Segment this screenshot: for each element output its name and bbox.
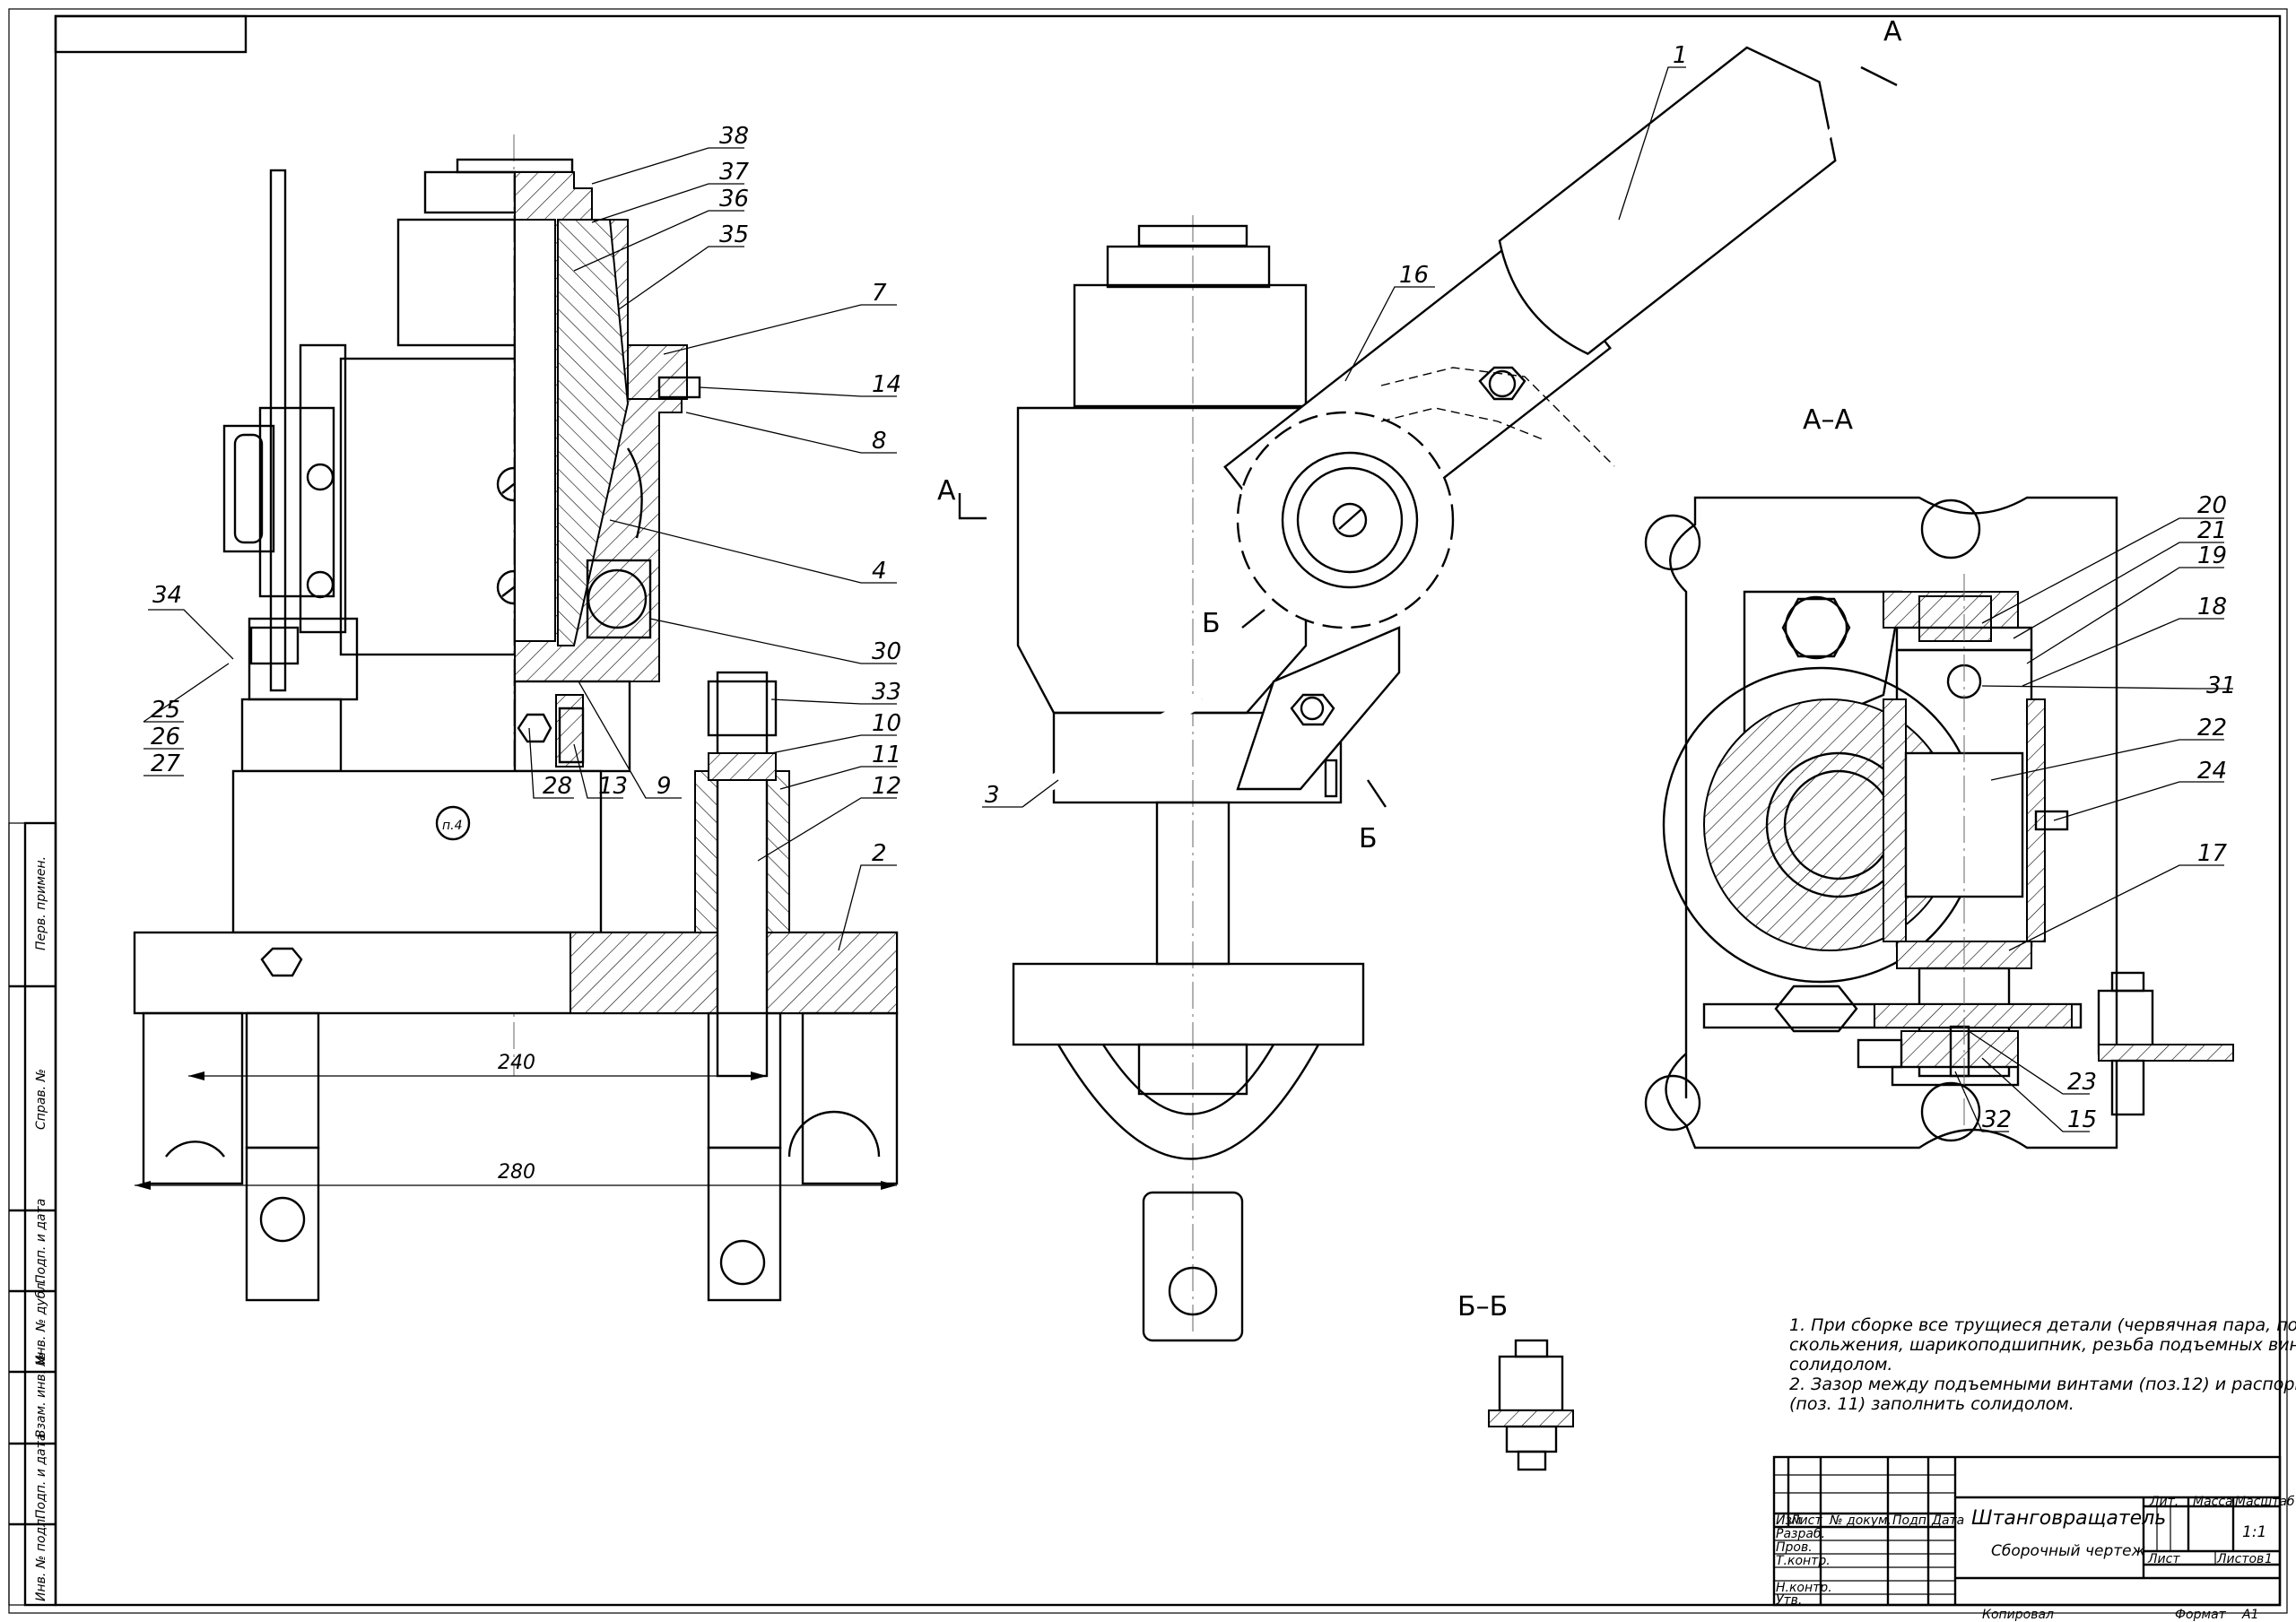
note-line-5: (поз. 11) заполнить солидолом. (1789, 1394, 2074, 1414)
technical-notes: 1. При сборке все трущиеся детали (червя… (1789, 1315, 2296, 1414)
tb-sheets-label: Листов (2216, 1552, 2264, 1566)
callout-20: 20 (2197, 492, 2227, 519)
cut-label-a-left: А (937, 475, 956, 507)
callout-17: 17 (2197, 840, 2228, 867)
callout-16: 16 (1399, 262, 1429, 289)
tb-role-approved: Утв. (1776, 1593, 1802, 1608)
callout-10: 10 (872, 710, 901, 737)
tb-col-docno: № докум. (1829, 1514, 1892, 1528)
cut-label-b-right: Б (1359, 823, 1378, 854)
middle-callouts: 1 16 3 (982, 42, 1688, 809)
drawing-title: Штанговращатель (1971, 1507, 2166, 1530)
tb-col-date: Дата (1931, 1514, 1964, 1528)
callout-33: 33 (872, 679, 901, 706)
drawing-subtitle: Сборочный чертеж (1991, 1542, 2146, 1560)
tb-mass-header: Масса (2193, 1495, 2233, 1509)
section-aa-title: А–А (1803, 404, 1854, 436)
callout-30: 30 (872, 638, 901, 665)
tb-scale-value: 1:1 (2242, 1523, 2266, 1541)
side-view: А А Б Б (937, 16, 1902, 1342)
tb-copied: Копировал (1982, 1608, 2054, 1622)
callout-25: 25 (151, 697, 180, 724)
callout-14: 14 (872, 371, 901, 398)
section-a-a-callouts: 20 21 19 18 31 22 24 17 23 15 32 (1954, 492, 2236, 1133)
dimension-240: 240 (498, 1052, 535, 1074)
side-label-ref-no: Справ. № (34, 1069, 48, 1130)
cut-label-a-top: А (1883, 16, 1902, 48)
tb-sheet-label: Лист (2147, 1552, 2180, 1566)
side-label-replace-inv: Взам. инв. № (34, 1353, 48, 1438)
note-line-2: скольжения, шарикоподшипник, резьба подъ… (1789, 1335, 2296, 1355)
section-a-a: А–А (1644, 404, 2234, 1149)
callout-23: 23 (2067, 1069, 2097, 1096)
callout-24: 24 (2197, 758, 2227, 785)
callout-9: 9 (657, 773, 672, 800)
section-bb-title: Б–Б (1457, 1291, 1508, 1323)
side-stamp-strip: Перв. примен. Справ. № Подп. и дата Инв.… (8, 821, 57, 1607)
callout-27: 27 (151, 750, 181, 777)
callout-37: 37 (719, 159, 750, 186)
side-label-sign-date-2: Подп. и дата (34, 1434, 48, 1519)
tb-role-norm-control: Н.контр. (1776, 1581, 1832, 1595)
tb-role-tech-control: Т.контр. (1776, 1554, 1831, 1568)
callout-22: 22 (2197, 715, 2227, 742)
note-line-3: солидолом. (1789, 1355, 1892, 1375)
dimension-280: 280 (498, 1161, 535, 1184)
callout-12: 12 (872, 773, 901, 800)
callout-19: 19 (2197, 542, 2227, 569)
tb-col-change: Изм (1776, 1514, 1802, 1528)
callout-15: 15 (2067, 1106, 2097, 1133)
callout-35: 35 (719, 221, 749, 248)
callout-11: 11 (872, 742, 901, 768)
callout-8: 8 (872, 428, 887, 455)
side-label-dup-inv: Инв. № дубл. (34, 1279, 48, 1365)
callout-32: 32 (1982, 1106, 2012, 1133)
callout-36: 36 (719, 186, 749, 213)
cut-label-b-left: Б (1202, 608, 1221, 639)
callout-31: 31 (2206, 672, 2236, 699)
callout-3: 3 (985, 782, 1000, 809)
callout-13: 13 (598, 773, 628, 800)
callout-1: 1 (1673, 42, 1688, 69)
callout-2: 2 (872, 840, 887, 867)
tb-sheets-value: 1 (2265, 1552, 2273, 1566)
side-label-orig-inv: Инв. № подл. (34, 1514, 48, 1601)
tb-col-sheet: Лист (1789, 1514, 1822, 1528)
title-block: Изм Лист № докум. Подп. Дата Разраб. Про… (1772, 1455, 2295, 1622)
callout-28: 28 (543, 773, 572, 800)
callout-38: 38 (719, 123, 749, 150)
tb-scale-header: Масштаб (2235, 1495, 2295, 1509)
callout-21: 21 (2197, 517, 2227, 544)
sheet-frame (8, 8, 2288, 1614)
tb-col-sign: Подп. (1892, 1514, 1930, 1528)
tb-role-checker: Пров. (1776, 1540, 1813, 1555)
tb-format-label: Формат (2175, 1608, 2227, 1622)
note-line-1: 1. При сборке все трущиеся детали (червя… (1789, 1315, 2296, 1335)
callout-4: 4 (872, 558, 887, 585)
tb-lit-header: Лит. (2149, 1495, 2179, 1509)
tb-role-developer: Разраб. (1776, 1527, 1825, 1541)
callout-26: 26 (151, 724, 180, 750)
left-callouts: 38 37 36 35 7 14 8 4 30 33 10 11 12 2 9 … (143, 123, 901, 951)
note-line-4: 2. Зазор между подъемными винтами (поз.1… (1789, 1375, 2296, 1394)
tb-format-value: А1 (2241, 1608, 2258, 1622)
callout-7: 7 (872, 280, 887, 307)
front-view-half-section: п.4 240 280 (133, 134, 899, 1302)
callout-18: 18 (2197, 594, 2227, 620)
side-label-sign-date-1: Подп. и дата (34, 1199, 48, 1284)
side-label-first-use: Перв. примен. (34, 856, 48, 950)
section-b-b: Б–Б (1457, 1291, 1574, 1471)
circle-label: п.4 (442, 819, 463, 833)
callout-34: 34 (152, 582, 182, 609)
